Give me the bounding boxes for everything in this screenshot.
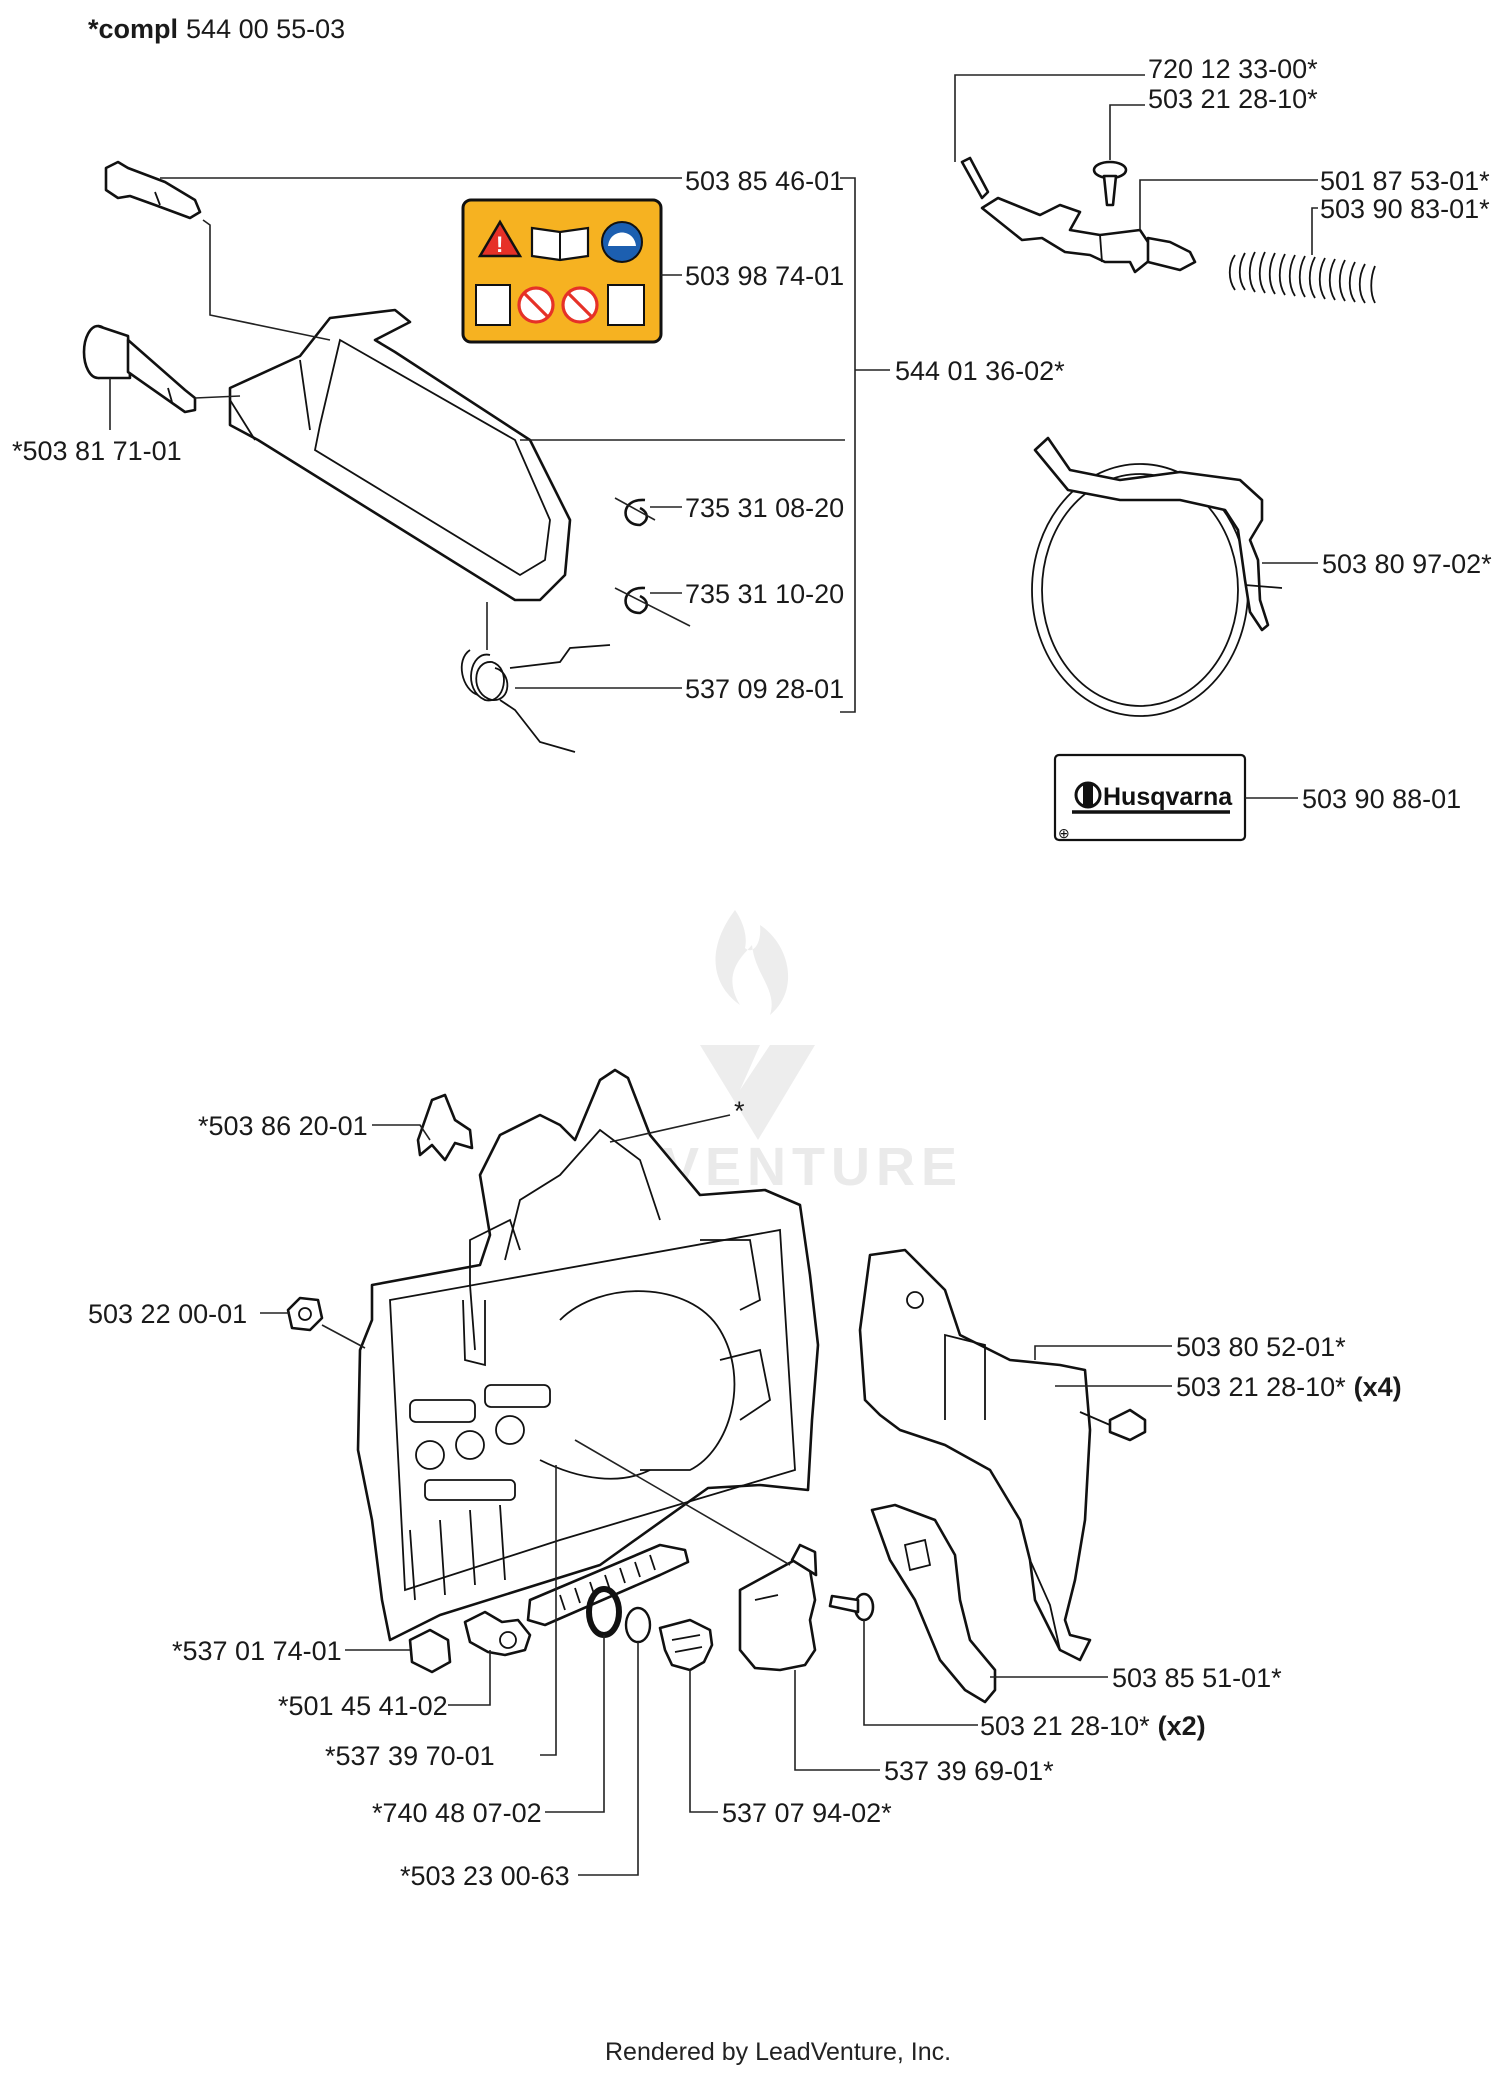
part-label: 537 39 69-01* [884, 1756, 1054, 1786]
part-label: * [734, 1096, 745, 1126]
brake-lever-part [980, 196, 1197, 274]
circlip-part [624, 498, 649, 527]
part-label: 503 90 88-01 [1302, 784, 1461, 814]
tensioner-screw-part [526, 1543, 690, 1627]
part-label: *501 45 41-02 [278, 1691, 448, 1721]
guide-clip-part [416, 1093, 474, 1162]
brand-decal-part: Husqvarna ⊕ [1053, 753, 1247, 842]
part-label: *503 86 20-01 [198, 1111, 368, 1141]
nut-part [286, 1296, 324, 1332]
circlip-part [624, 586, 649, 615]
warning-decal-part: ! [461, 198, 663, 344]
pin-part [960, 156, 990, 200]
pivot-bolt-part [82, 324, 197, 414]
part-label: 503 80 52-01* [1176, 1332, 1346, 1362]
part-label: 503 90 83-01* [1320, 194, 1490, 224]
part-label: 503 22 00-01 [88, 1299, 247, 1329]
part-label: *537 39 70-01 [325, 1741, 495, 1771]
square-nut-part [408, 1628, 452, 1674]
compression-spring-part [1228, 251, 1376, 304]
torsion-spring-part [460, 644, 611, 753]
screw-part [828, 1592, 875, 1622]
part-label-with-qty: 503 21 28-10*(x4) [1176, 1372, 1402, 1402]
protective-gear-icon [601, 221, 643, 263]
pin-part [104, 160, 202, 220]
drive-gear-part [658, 1618, 714, 1672]
hazard-symbols-icon [475, 284, 645, 326]
chain-guard-part [858, 1248, 1092, 1662]
brand-decal-text: Husqvarna [1103, 783, 1233, 811]
chain-catcher-part [870, 1503, 997, 1704]
screw-part [1079, 1408, 1147, 1442]
brake-band-part [1031, 436, 1283, 717]
manual-book-icon [530, 226, 590, 262]
clutch-cover-part [356, 1068, 820, 1642]
part-label: 537 07 94-02* [722, 1798, 892, 1828]
part-labels: 720 12 33-00* 503 21 28-10* 501 87 53-01… [12, 54, 1492, 1891]
warning-triangle-icon: ! [477, 219, 523, 258]
part-label: 544 01 36-02* [895, 356, 1065, 386]
part-label: *537 01 74-01 [172, 1636, 342, 1666]
svg-text:⊕: ⊕ [1058, 825, 1070, 841]
hand-guard-part [228, 308, 572, 602]
part-label: *503 81 71-01 [12, 436, 182, 466]
part-label: 501 87 53-01* [1320, 166, 1490, 196]
part-label: 503 85 46-01 [685, 166, 844, 196]
footer-credit: Rendered by LeadVenture, Inc. [605, 2038, 951, 2066]
part-label: 503 98 74-01 [685, 261, 844, 291]
part-label: 503 21 28-10* [1148, 84, 1318, 114]
screw-part [1092, 160, 1128, 207]
part-label: 720 12 33-00* [1148, 54, 1318, 84]
part-label: *740 48 07-02 [372, 1798, 542, 1828]
part-label-with-qty: 503 21 28-10*(x2) [980, 1711, 1206, 1741]
part-label: 735 31 08-20 [685, 493, 844, 523]
svg-text:!: ! [496, 232, 503, 257]
part-label: 537 09 28-01 [685, 674, 844, 704]
adjusting-nut-part [463, 1610, 532, 1657]
tensioner-housing-part [738, 1543, 818, 1672]
part-label: 735 31 10-20 [685, 579, 844, 609]
husqvarna-logo-icon [1074, 781, 1102, 809]
washer-part [624, 1606, 652, 1644]
part-label: 503 85 51-01* [1112, 1663, 1282, 1693]
part-label: *503 23 00-63 [400, 1861, 570, 1891]
part-label: 503 80 97-02* [1322, 549, 1492, 579]
